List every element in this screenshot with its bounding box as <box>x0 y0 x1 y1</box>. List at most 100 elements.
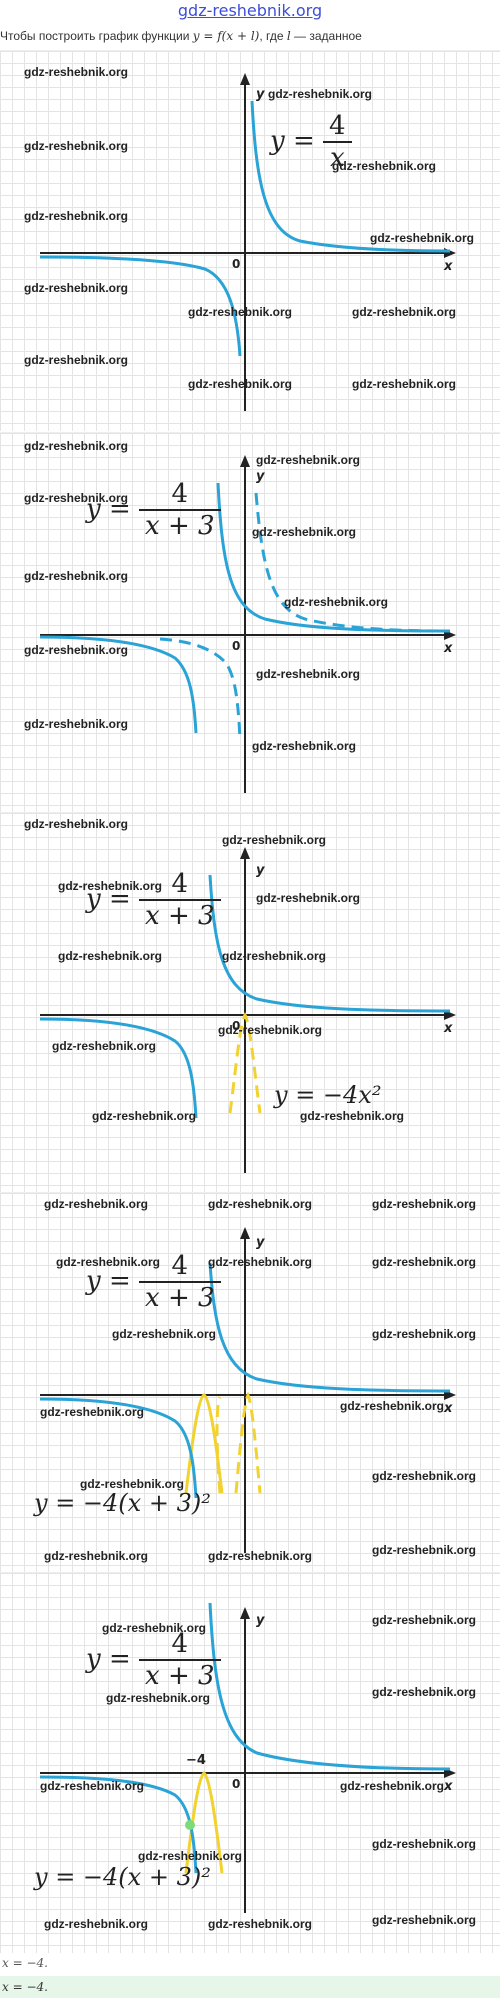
y-axis-label: y <box>256 87 265 102</box>
hyperbola-curve-right <box>250 100 451 253</box>
watermark: gdz-reshebnik.org <box>24 209 129 223</box>
watermark: gdz-reshebnik.org <box>300 1109 405 1123</box>
y-axis-arrow <box>240 73 250 85</box>
watermark: gdz-reshebnik.org <box>24 439 129 453</box>
watermark: gdz-reshebnik.org <box>138 1849 243 1863</box>
watermark: gdz-reshebnik.org <box>222 833 327 847</box>
graph-1-svg <box>39 73 456 411</box>
intro-var: l <box>286 29 291 43</box>
watermark: gdz-reshebnik.org <box>112 1327 217 1341</box>
x-axis-label: x <box>444 259 453 274</box>
watermark: gdz-reshebnik.org <box>352 305 457 319</box>
watermark: gdz-reshebnik.org <box>24 717 129 731</box>
watermark: gdz-reshebnik.org <box>372 1543 477 1557</box>
intro-formula: y = f(x + l) <box>192 29 260 43</box>
hyperbola-curve-left <box>39 1017 198 1119</box>
hyperbola-curve-right <box>208 1262 451 1393</box>
y-axis-arrow <box>240 1607 250 1619</box>
y-axis-arrow <box>240 1227 250 1239</box>
watermark: gdz-reshebnik.org <box>372 1255 477 1269</box>
hyperbola-curve-left <box>39 1397 198 1499</box>
hyperbola-curve-left <box>39 255 242 357</box>
x-axis-arrow <box>444 630 456 640</box>
equation-y-minus-4x-squared: y = −4x² <box>274 1081 382 1109</box>
x-axis-label: x <box>444 1779 453 1794</box>
watermark: gdz-reshebnik.org <box>208 1917 313 1931</box>
dashed-hyperbola-right <box>254 492 451 633</box>
site-title-link[interactable]: gdz-reshebnik.org <box>177 1 323 20</box>
watermark: gdz-reshebnik.org <box>372 1837 477 1851</box>
watermark: gdz-reshebnik.org <box>24 281 129 295</box>
y-axis-label: y <box>256 1235 265 1250</box>
origin-label: 0 <box>232 257 241 271</box>
watermark: gdz-reshebnik.org <box>106 1691 211 1705</box>
watermark: gdz-reshebnik.org <box>372 1469 477 1483</box>
watermark: gdz-reshebnik.org <box>222 949 327 963</box>
watermark: gdz-reshebnik.org <box>372 1197 477 1211</box>
watermark: gdz-reshebnik.org <box>102 1621 207 1635</box>
hyperbola-curve-left <box>39 1775 198 1874</box>
tick-label-minus-4: −4 <box>186 1753 206 1768</box>
watermark: gdz-reshebnik.org <box>58 949 163 963</box>
dashed-parabola-shifted <box>215 1396 222 1494</box>
watermark: gdz-reshebnik.org <box>58 879 163 893</box>
graph-5-svg <box>39 1602 456 1913</box>
watermark: gdz-reshebnik.org <box>340 1779 445 1793</box>
watermark: gdz-reshebnik.org <box>340 1399 445 1413</box>
dashed-hyperbola-left <box>159 637 242 739</box>
watermark: gdz-reshebnik.org <box>256 453 361 467</box>
watermark: gdz-reshebnik.org <box>252 525 357 539</box>
origin-label: 0 <box>232 1777 241 1791</box>
watermark: gdz-reshebnik.org <box>256 667 361 681</box>
watermark: gdz-reshebnik.org <box>252 739 357 753</box>
watermark: gdz-reshebnik.org <box>268 87 373 101</box>
watermark: gdz-reshebnik.org <box>44 1917 149 1931</box>
watermark: gdz-reshebnik.org <box>372 1613 477 1627</box>
watermark: gdz-reshebnik.org <box>56 1255 161 1269</box>
watermark: gdz-reshebnik.org <box>370 231 475 245</box>
watermark: gdz-reshebnik.org <box>80 1477 185 1491</box>
watermark: gdz-reshebnik.org <box>44 1197 149 1211</box>
watermark: gdz-reshebnik.org <box>24 643 129 657</box>
x-axis-arrow <box>444 1390 456 1400</box>
intersection-point <box>185 1820 195 1830</box>
watermark: gdz-reshebnik.org <box>208 1255 313 1269</box>
intro-suffix: — заданное <box>290 29 362 43</box>
y-axis-label: y <box>256 1613 265 1628</box>
answer-line-1: x = −4. <box>2 1956 48 1970</box>
watermark: gdz-reshebnik.org <box>24 817 129 831</box>
origin-label: 0 <box>232 1019 241 1033</box>
x-axis-label: x <box>444 1401 453 1416</box>
watermark: gdz-reshebnik.org <box>284 595 389 609</box>
watermark: gdz-reshebnik.org <box>24 65 129 79</box>
y-axis-arrow <box>240 455 250 467</box>
watermark: gdz-reshebnik.org <box>24 139 129 153</box>
graph-4-svg <box>39 1227 456 1553</box>
watermark: gdz-reshebnik.org <box>208 1197 313 1211</box>
answer-line-final: x = −4. <box>0 1976 500 1998</box>
watermark: gdz-reshebnik.org <box>188 377 293 391</box>
graph-2-svg <box>39 455 456 793</box>
equation-y-minus-4-x-plus-3-squared: y = −4(x + 3)² <box>34 1863 211 1891</box>
x-axis-label: x <box>444 641 453 656</box>
watermark: gdz-reshebnik.org <box>40 1779 145 1793</box>
watermark: gdz-reshebnik.org <box>372 1685 477 1699</box>
y-axis-label: y <box>256 469 265 484</box>
intro-text: Чтобы построить график функции y = f(x +… <box>0 28 500 44</box>
hyperbola-curve-right <box>208 874 451 1013</box>
watermark: gdz-reshebnik.org <box>352 377 457 391</box>
graph-3-svg <box>39 847 456 1173</box>
watermark: gdz-reshebnik.org <box>208 1549 313 1563</box>
dashed-parabola <box>228 1012 262 1114</box>
watermark: gdz-reshebnik.org <box>92 1109 197 1123</box>
origin-label: 0 <box>232 639 241 653</box>
